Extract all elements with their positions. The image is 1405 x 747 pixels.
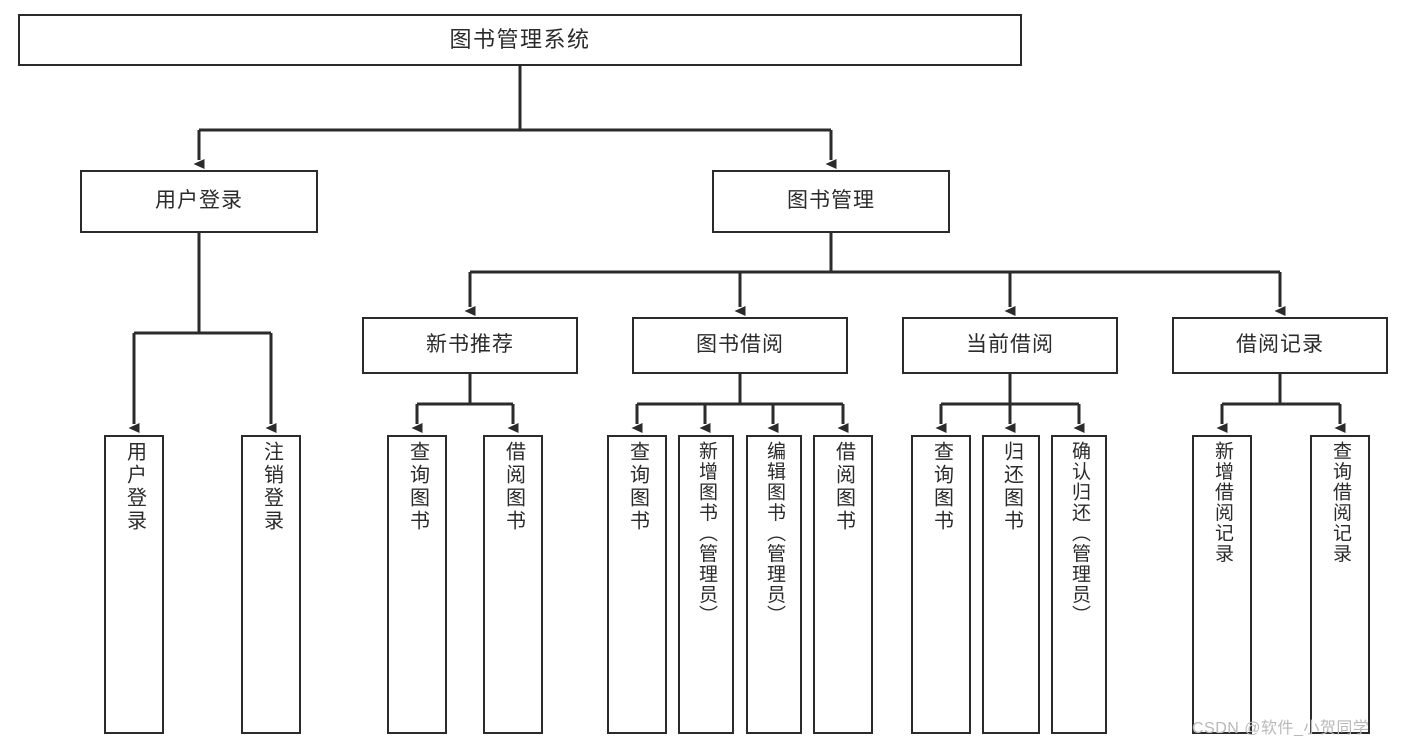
- node-label: 图书管理: [787, 189, 875, 213]
- node-label: 编辑图书（管理员）: [763, 441, 785, 626]
- node-current-borrow[interactable]: 当前借阅: [902, 317, 1118, 374]
- node-leaf-add-book-admin[interactable]: 新增图书（管理员）: [678, 435, 734, 734]
- node-label: 借阅记录: [1236, 333, 1324, 357]
- node-leaf-borrow-book[interactable]: 借阅图书: [813, 435, 873, 734]
- node-leaf-query-book-recommend[interactable]: 查询图书: [387, 435, 447, 734]
- node-root-system[interactable]: 图书管理系统: [18, 14, 1022, 66]
- node-label: 用户登录: [123, 441, 146, 533]
- node-user-login[interactable]: 用户登录: [80, 170, 318, 233]
- node-label: 查询图书: [930, 441, 953, 533]
- node-leaf-query-borrow-record[interactable]: 查询借阅记录: [1310, 435, 1370, 734]
- node-label: 查询图书: [406, 441, 429, 533]
- node-label: 借阅图书: [832, 441, 855, 533]
- node-label: 当前借阅: [966, 333, 1054, 357]
- node-label: 图书管理系统: [449, 27, 591, 53]
- node-book-borrow[interactable]: 图书借阅: [632, 317, 848, 374]
- node-label: 注销登录: [260, 441, 283, 533]
- node-leaf-add-borrow-record[interactable]: 新增借阅记录: [1192, 435, 1252, 734]
- node-leaf-confirm-return-admin[interactable]: 确认归还（管理员）: [1051, 435, 1107, 734]
- node-leaf-user-login[interactable]: 用户登录: [104, 435, 164, 734]
- node-label: 图书借阅: [696, 333, 784, 357]
- node-leaf-edit-book-admin[interactable]: 编辑图书（管理员）: [746, 435, 802, 734]
- node-label: 借阅图书: [502, 441, 525, 533]
- node-book-management[interactable]: 图书管理: [712, 170, 950, 233]
- node-leaf-borrow-book-recommend[interactable]: 借阅图书: [483, 435, 543, 734]
- node-leaf-query-book-current[interactable]: 查询图书: [911, 435, 971, 734]
- node-label: 新增图书（管理员）: [695, 441, 717, 626]
- node-label: 新书推荐: [426, 333, 514, 357]
- node-label: 归还图书: [1000, 441, 1023, 533]
- node-leaf-return-book[interactable]: 归还图书: [982, 435, 1040, 734]
- node-label: 用户登录: [155, 189, 243, 213]
- node-leaf-logout[interactable]: 注销登录: [241, 435, 301, 734]
- node-label: 查询图书: [626, 441, 649, 533]
- node-label: 新增借阅记录: [1211, 441, 1233, 564]
- node-label: 查询借阅记录: [1329, 441, 1351, 564]
- node-label: 确认归还（管理员）: [1068, 441, 1090, 626]
- node-leaf-query-book-borrow[interactable]: 查询图书: [607, 435, 667, 734]
- node-new-book-recommend[interactable]: 新书推荐: [362, 317, 578, 374]
- node-borrow-record[interactable]: 借阅记录: [1172, 317, 1388, 374]
- csdn-watermark: CSDN @软件_小贺同学: [1192, 720, 1370, 737]
